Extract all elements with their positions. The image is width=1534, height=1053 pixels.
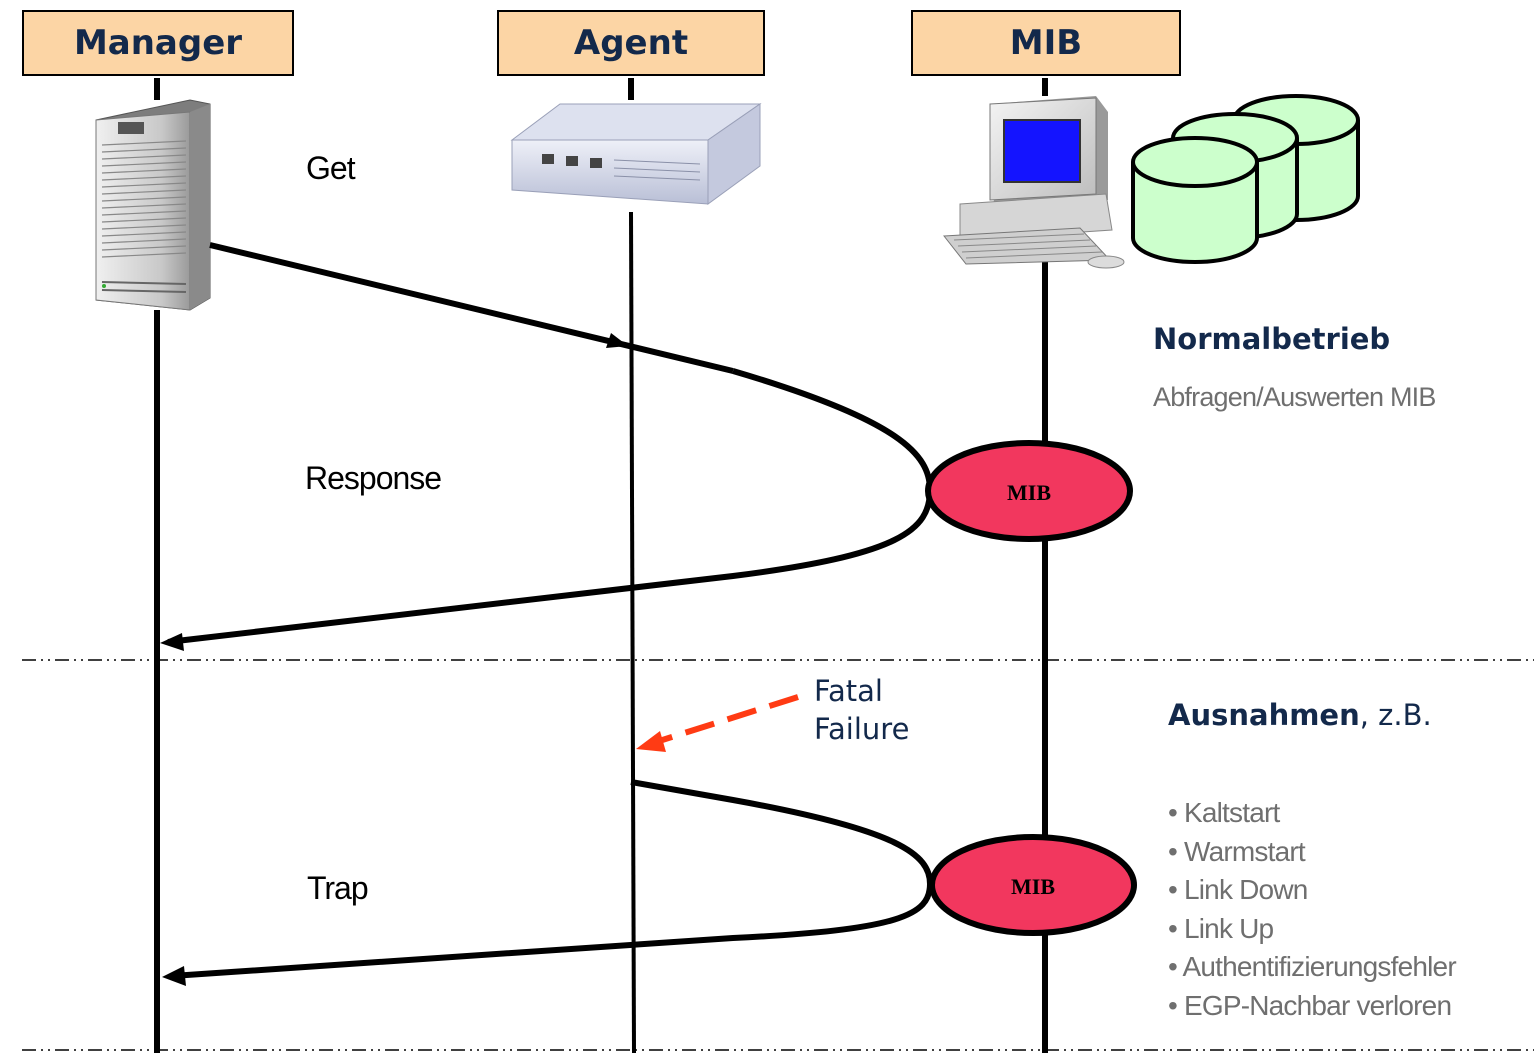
fatal-failure-line1: Fatal [814, 674, 883, 708]
agent-header-label: Agent [573, 23, 689, 63]
network-switch-icon [510, 103, 762, 205]
fatal-failure-arrow [636, 694, 799, 752]
agent-header: Agent [497, 10, 765, 76]
trap-arrowhead [162, 966, 186, 986]
manager-header: Manager [22, 10, 294, 76]
exceptions-title: Ausnahmen, z.B. [1168, 698, 1432, 732]
database-cylinders-icon [1131, 94, 1360, 264]
exception-item-link-down: Link Down [1168, 871, 1456, 910]
mib-node-1 [925, 440, 1133, 542]
manager-header-label: Manager [73, 23, 243, 63]
exception-item-egp-neighbor-loss: EGP-Nachbar verloren [1168, 987, 1456, 1026]
exception-item-warmstart: Warmstart [1168, 833, 1456, 872]
exception-item-kaltstart: Kaltstart [1168, 794, 1456, 833]
mib-node-2-label: MIB [1011, 874, 1055, 899]
mib-node-1-label: MIB [1007, 480, 1051, 505]
mib-header-label: MIB [1009, 23, 1083, 63]
mib-header: MIB [911, 10, 1181, 76]
response-arrowhead [160, 633, 184, 651]
get-arrow [209, 242, 734, 374]
mib-node-2 [929, 834, 1137, 936]
exceptions-list: Kaltstart Warmstart Link Down Link Up Au… [1168, 794, 1456, 1025]
exceptions-title-bold: Ausnahmen [1168, 698, 1360, 732]
fatal-failure-label: Fatal Failure [814, 672, 909, 748]
workstation-icon [943, 96, 1125, 269]
normal-operation-subtitle: Abfragen/Auswerten MIB [1153, 382, 1436, 412]
trap-curve [171, 779, 934, 979]
server-tower-icon [95, 99, 211, 311]
normal-operation-title: Normalbetrieb [1153, 322, 1391, 356]
exception-item-link-up: Link Up [1168, 910, 1456, 949]
response-label: Response [305, 460, 442, 496]
fatal-failure-line2: Failure [814, 712, 910, 746]
exception-item-auth-failure: Authentifizierungsfehler [1168, 948, 1456, 987]
exceptions-title-suffix: , z.B. [1359, 698, 1432, 732]
trap-label: Trap [307, 870, 369, 906]
response-curve [167, 368, 934, 645]
get-label: Get [306, 150, 356, 186]
agent-lifeline [629, 211, 636, 1053]
